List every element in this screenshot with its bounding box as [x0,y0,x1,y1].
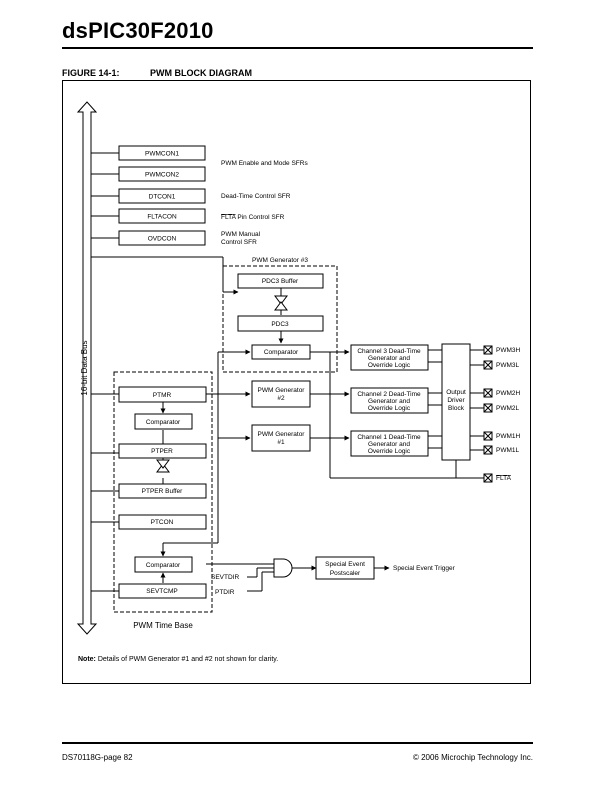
ch1-label-1: Channel 1 Dead-Time [357,434,421,441]
pin-x-mark [483,431,493,441]
pdc3-label: PDC3 [271,321,289,328]
gen3-comparator-label: Comparator [264,349,299,356]
sevt-comparator [134,556,193,573]
gen1-label-2: #1 [277,439,285,446]
pwm-time-base-group [113,371,213,613]
period-comparator [134,413,193,430]
dead-time-note: Dead-Time Control SFR [221,193,291,200]
ch3-label-3: Override Logic [368,362,411,369]
footer-rule [62,742,533,744]
figure-label: FIGURE 14-1: [62,68,120,78]
channel-1-dead-time [350,430,429,457]
gen2-label-1: PWM Generator [258,387,306,394]
ptdir-label: PTDIR [215,589,235,596]
ovdcon-register [118,230,206,246]
sevtdir-label: SEVTDIR [211,574,239,581]
fltacon-register [118,208,206,224]
manual-note-1: PWM Manual [221,231,261,238]
and-gate [273,558,293,578]
ptmr-register [118,386,207,403]
pdc3-buffer [237,273,324,289]
gen3-title: PWM Generator #3 [252,257,308,264]
diagram-note: Note: Details of PWM Generator #1 and #2… [78,656,278,663]
figure-title: PWM BLOCK DIAGRAM [150,68,252,78]
fltacon-label: FLTACON [147,214,177,221]
output-label-1: Output [446,389,466,396]
ch1-label-3: Override Logic [368,448,411,455]
footer-page-number: DS70118G-page 82 [62,753,133,762]
pin-x-mark [483,388,493,398]
header-rule [62,47,533,49]
ptper-register [118,443,207,459]
pin-pwm1h: PWM1H [496,433,521,440]
sevtcmp-register [118,583,207,599]
pin-pwm3l: PWM3L [496,362,520,369]
gen1-label-1: PWM Generator [258,431,306,438]
ch2-label-3: Override Logic [368,405,411,412]
data-bus-label: 16-bit Data Bus [80,340,89,395]
diagram-frame [62,80,531,684]
pin-pwm1l: PWM1L [496,447,520,454]
gen2-label-2: #2 [277,395,285,402]
flta-pin-note: FLTA Pin Control SFR [221,214,285,221]
ptper-buffer [118,483,207,499]
sevtcmp-label: SEVTCMP [146,588,177,595]
pwmcon1-label: PWMCON1 [145,151,179,158]
ptmr-label: PTMR [153,392,172,399]
manual-note-2: Control SFR [221,239,257,246]
dtcon1-label: DTCON1 [149,194,176,201]
pwmcon2-register [118,166,206,182]
postscaler-label-2: Postscaler [330,570,361,577]
ch3-label-1: Channel 3 Dead-Time [357,348,421,355]
pin-pwm2l: PWM2L [496,405,520,412]
pin-x-mark [483,345,493,355]
data-bus-arrow [76,101,98,635]
ptper-buffer-label: PTPER Buffer [142,488,184,495]
note-text: Details of PWM Generator #1 and #2 not s… [96,656,278,663]
ch2-label-1: Channel 2 Dead-Time [357,391,421,398]
flta-overbar-text: FLTA [221,214,237,221]
channel-3-dead-time [350,344,429,371]
pin-pwm2h: PWM2H [496,390,521,397]
pin-flta: FLTA [496,475,512,482]
postscaler-label-1: Special Event [325,561,365,568]
period-comparator-label: Comparator [146,419,181,426]
output-label-3: Block [448,405,465,412]
ptcon-label: PTCON [151,519,174,526]
ptcon-register [118,514,207,530]
ptper-label: PTPER [151,448,173,455]
flta-note-rest: Pin Control SFR [236,214,285,221]
channel-2-dead-time [350,387,429,414]
output-label-2: Driver [447,397,465,404]
pdc3-buffer-label: PDC3 Buffer [262,278,299,285]
ch3-label-2: Generator and [368,355,410,362]
time-base-label: PWM Time Base [133,621,193,630]
ch1-label-2: Generator and [368,441,410,448]
pdc3-register [237,315,324,332]
pin-x-mark [483,473,493,483]
ch2-label-2: Generator and [368,398,410,405]
gen3-comparator [251,344,311,360]
pwmcon1-register [118,145,206,161]
pwmcon2-label: PWMCON2 [145,172,179,179]
document-title: dsPIC30F2010 [62,18,214,43]
note-label: Note: [78,656,96,663]
pwm-generator-2 [251,380,311,408]
pin-x-mark [483,445,493,455]
footer-copyright: © 2006 Microchip Technology Inc. [412,753,533,762]
pin-x-mark [483,403,493,413]
pwm-generator-1 [251,424,311,452]
output-driver-block [441,343,471,461]
pin-pwm3h: PWM3H [496,347,521,354]
pwm-generator-3-group [222,265,338,373]
dtcon1-register [118,188,206,204]
special-event-trigger-label: Special Event Trigger [393,565,456,572]
special-event-postscaler [315,556,375,580]
ovdcon-label: OVDCON [148,236,177,243]
sevt-comparator-label: Comparator [146,562,181,569]
pin-x-mark [483,360,493,370]
pwm-enable-note: PWM Enable and Mode SFRs [221,160,308,167]
